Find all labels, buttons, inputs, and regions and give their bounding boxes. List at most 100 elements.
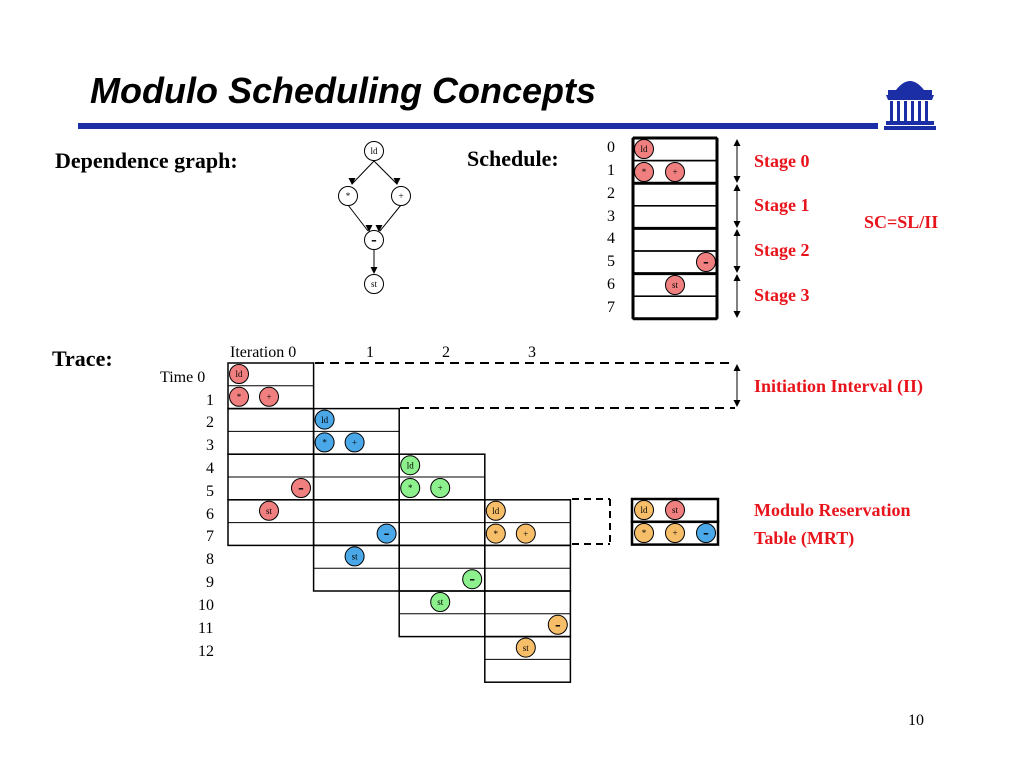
graph-node-label: st: [371, 279, 378, 289]
dependency-edge: [373, 160, 398, 185]
schedule-op-label: ld: [640, 144, 648, 154]
arrowhead: [733, 139, 741, 146]
time-label: Time 0: [160, 369, 206, 386]
iteration-header: Iteration 0: [230, 344, 297, 361]
trace-op-circle: [400, 478, 421, 498]
trace-op-circle: [515, 523, 536, 544]
stage-label: Stage 3: [754, 285, 810, 305]
trace-op-circle: [229, 386, 249, 407]
trace-op-circle: [485, 523, 506, 544]
rotunda-building-icon: [884, 81, 936, 130]
stage-label: Stage 1: [754, 195, 810, 215]
stage-label: Stage 2: [754, 240, 810, 260]
time-row-number: 4: [206, 460, 214, 477]
trace-op-circle: [344, 432, 365, 453]
arrowhead: [733, 266, 741, 273]
trace-op-label: st: [523, 643, 530, 653]
trace-op-circle: [291, 478, 311, 498]
time-row-number: 2: [206, 414, 214, 431]
stage-label: Stage 0: [754, 151, 810, 171]
time-row-number: 12: [198, 643, 214, 660]
arrowhead: [375, 225, 383, 232]
dependency-edge: [351, 160, 375, 185]
arrowhead: [733, 400, 741, 407]
schedule-op-label: *: [642, 167, 647, 177]
graph-node-circle: [364, 230, 384, 250]
schedule-row-number: 3: [607, 208, 615, 225]
schedule-row-number: 5: [607, 253, 615, 270]
trace-op-label: *: [408, 483, 413, 493]
trace-op-label: ld: [321, 415, 329, 425]
schedule-op-circle: [696, 252, 716, 272]
trace-op-label: *: [494, 529, 499, 539]
mrt-op-label: st: [672, 505, 679, 515]
graph-node-label: -: [371, 230, 377, 249]
mrt-op-label: -: [703, 523, 709, 542]
trace-op-label: *: [322, 438, 327, 448]
trace-op-label: -: [384, 524, 390, 543]
mrt-op-circle: [634, 500, 654, 520]
schedule-row-number: 0: [607, 139, 615, 156]
mrt-op-circle: [634, 523, 654, 543]
trace-op-label: ld: [235, 369, 243, 379]
time-row-number: 11: [198, 620, 214, 637]
arrowhead: [733, 364, 741, 371]
arrowhead: [365, 225, 373, 232]
trace-label: Trace:: [52, 346, 113, 371]
graph-node-circle: [364, 274, 384, 294]
graph-node-label: *: [346, 191, 351, 201]
iteration-number: 1: [366, 344, 374, 361]
schedule-cell: [632, 227, 718, 252]
mrt-row: [630, 520, 720, 546]
time-row-number: 1: [206, 392, 214, 409]
graph-node-circle: [364, 141, 384, 161]
trace-op-label: +: [266, 392, 271, 402]
time-row-number: 10: [198, 597, 214, 614]
trace-op-circle: [314, 432, 335, 453]
graph-node-circle: [338, 186, 358, 206]
graph-node-circle: [391, 186, 411, 206]
trace-op-circle: [314, 409, 335, 430]
arrowhead: [733, 274, 741, 281]
iteration-number: 2: [442, 344, 450, 361]
schedule-row-number: 1: [607, 162, 615, 179]
schedule-op-circle: [634, 162, 654, 182]
time-row-number: 3: [206, 437, 214, 454]
trace-op-label: -: [469, 569, 475, 588]
trace-op-circle: [376, 523, 397, 544]
trace-op-label: -: [298, 478, 304, 497]
time-row-number: 6: [206, 506, 214, 523]
slide-title: Modulo Scheduling Concepts: [90, 70, 596, 111]
schedule-op-label: st: [672, 280, 679, 290]
time-row-number: 7: [206, 528, 214, 545]
graph-node-label: +: [398, 191, 403, 201]
dependency-edge: [347, 204, 369, 232]
trace-op-circle: [430, 478, 451, 498]
arrowhead: [370, 267, 378, 274]
schedule-row-number: 6: [607, 276, 615, 293]
mrt-label-line1: Modulo Reservation: [754, 500, 911, 520]
graph-node-label: ld: [370, 146, 378, 156]
schedule-row-number: 7: [607, 299, 615, 316]
arrowhead: [733, 176, 741, 183]
trace-op-label: *: [237, 392, 242, 402]
trace-op-circle: [430, 592, 451, 612]
dependence-graph-label: Dependence graph:: [55, 148, 238, 173]
mrt-op-label: ld: [640, 505, 648, 515]
initiation-interval-label: Initiation Interval (II): [754, 376, 924, 396]
trace-op-label: +: [523, 529, 528, 539]
trace-op-circle: [344, 546, 365, 567]
page-number: 10: [908, 712, 924, 729]
trace-op-label: ld: [492, 506, 500, 516]
arrowhead: [733, 311, 741, 318]
time-row-number: 8: [206, 551, 214, 568]
trace-op-label: ld: [407, 460, 415, 470]
schedule-row-number: 2: [607, 185, 615, 202]
trace-op-circle: [485, 500, 506, 521]
trace-op-label: +: [438, 483, 443, 493]
mrt-op-label: +: [672, 528, 677, 538]
schedule-cell: [632, 205, 718, 230]
schedule-op-circle: [634, 139, 654, 159]
trace-op-circle: [462, 569, 483, 590]
